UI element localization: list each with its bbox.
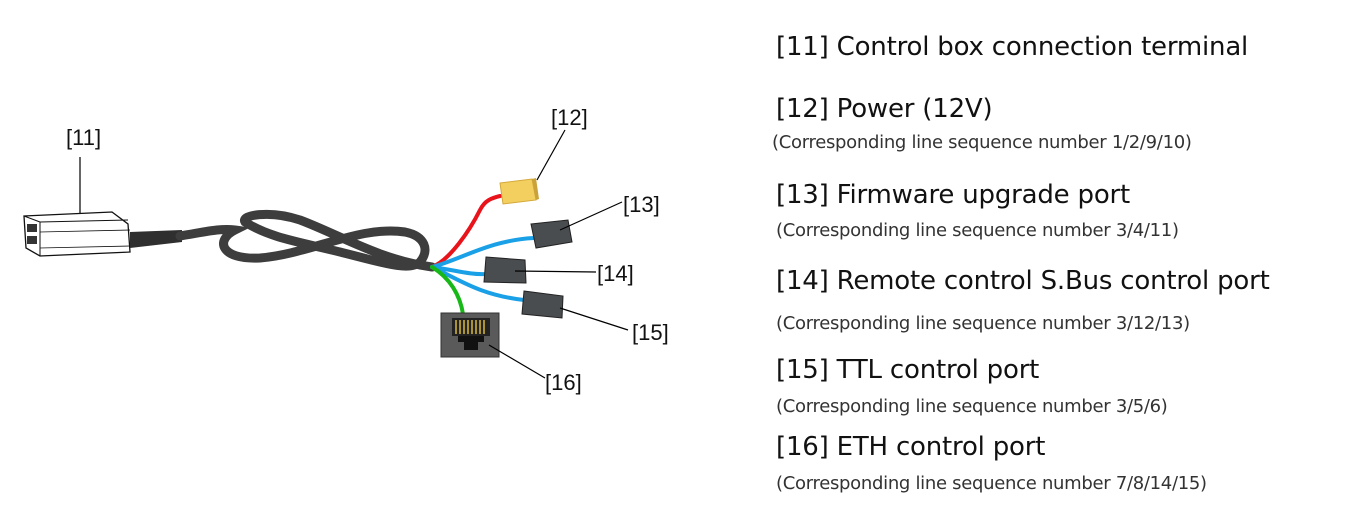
callout-16: [16] [545,370,582,395]
callout-11: [11] [66,125,101,150]
legend-detail-16: (Corresponding line sequence number 7/8/… [776,473,1207,494]
breakout-wires [430,194,536,316]
callout-13: [13] [623,192,660,217]
leader-line-14 [514,270,597,273]
callout-12: [12] [551,105,588,130]
leader-line-12 [536,129,566,181]
legend-title-16: [16] ETH control port [776,432,1046,462]
legend-detail-15: (Corresponding line sequence number 3/5/… [776,396,1168,417]
power-wire [430,194,502,269]
legend-detail-13: (Corresponding line sequence number 3/4/… [776,220,1179,241]
firmware-connector [530,201,623,249]
legend-title-13: [13] Firmware upgrade port [776,180,1131,210]
legend-title-12: [12] Power (12V) [776,94,993,124]
ttl-connector [521,290,629,331]
leader-line-13 [559,201,623,231]
legend-detail-14: (Corresponding line sequence number 3/12… [776,313,1190,334]
legend-title-11: [11] Control box connection terminal [776,32,1249,62]
leader-line-16 [488,344,546,379]
eth-wire [430,265,465,316]
sbus-connector [483,256,597,284]
main-cable [175,209,437,272]
legend-title-14: [14] Remote control S.Bus control port [776,266,1270,296]
leader-line-15 [559,307,629,331]
callout-15: [15] [632,320,669,345]
legend-detail-12: (Corresponding line sequence number 1/2/… [772,132,1192,153]
power-connector [499,129,566,205]
firmware-wire [430,236,536,269]
legend-title-15: [15] TTL control port [776,355,1040,385]
cable-diagram: [11] [12] [13] [14] [15] [16] [23,105,669,395]
ethernet-port [440,312,546,379]
control-box-terminal [23,157,182,257]
callout-14: [14] [597,261,634,286]
